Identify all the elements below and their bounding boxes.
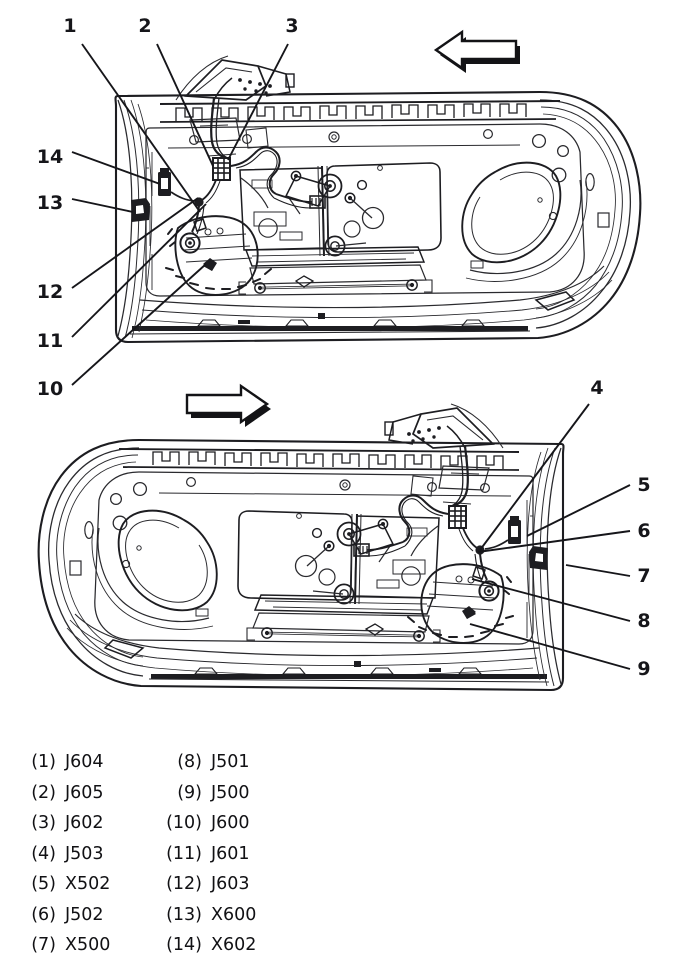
- legend-index: (14): [166, 935, 202, 955]
- legend-index: (9): [177, 782, 202, 803]
- callout-13: 13: [37, 192, 63, 214]
- legend-value: J602: [65, 813, 104, 833]
- legend-index: (11): [166, 843, 202, 864]
- legend-item: (14) X602: [158, 935, 256, 966]
- callout-7: 7: [637, 565, 650, 587]
- callout-4: 4: [590, 377, 603, 399]
- legend-value: J605: [65, 782, 104, 803]
- callout-8: 8: [637, 610, 650, 632]
- legend-index: (13): [166, 904, 202, 925]
- legend-value: X500: [65, 935, 111, 955]
- callout-2: 2: [138, 15, 151, 37]
- callout-1: 1: [63, 15, 76, 37]
- direction-arrow-left: [433, 29, 520, 73]
- legend-index: (3): [31, 813, 56, 833]
- callout-12: 12: [37, 281, 63, 303]
- legend-index: (2): [31, 782, 56, 803]
- legend-index: (5): [31, 874, 56, 894]
- legend-item: (5) X502: [12, 874, 110, 905]
- legend-item: (1) J604: [12, 752, 110, 783]
- legend-item: (6) J502: [12, 905, 110, 936]
- legend-item: (7) X500: [12, 935, 110, 966]
- legend-index: (12): [166, 874, 202, 894]
- upper-callout-numbers: 1 2 3 14 13 12 11 10: [37, 15, 299, 400]
- legend-index: (8): [177, 752, 202, 772]
- callout-9: 9: [637, 658, 650, 680]
- upper-door-view: [114, 54, 642, 344]
- legend-index: (1): [31, 752, 56, 772]
- legend-item: (12) J603: [158, 874, 256, 905]
- legend-value: J500: [211, 782, 250, 803]
- callout-3: 3: [285, 15, 298, 37]
- legend-index: (10): [166, 813, 202, 833]
- legend-item: (4) J503: [12, 844, 110, 875]
- callout-11: 11: [37, 330, 63, 352]
- lower-door-view: [37, 402, 565, 692]
- legend: (1) J604 (2) J605 (3) J602 (4) J503 (5) …: [0, 752, 679, 978]
- legend-value: J501: [211, 752, 250, 772]
- legend-value: J604: [65, 752, 104, 772]
- legend-value: X600: [211, 904, 257, 925]
- callout-5: 5: [637, 474, 650, 496]
- legend-value: X502: [65, 874, 111, 894]
- callout-10: 10: [37, 378, 63, 400]
- legend-item: (8) J501: [158, 752, 256, 783]
- lower-callout-numbers: 4 5 6 7 8 9: [590, 377, 650, 680]
- legend-column-right: (8) J501 (9) J500 (10) J600 (11) J601 (1…: [158, 752, 256, 966]
- legend-value: J601: [211, 843, 250, 864]
- legend-value: J600: [211, 813, 250, 833]
- direction-arrow-right: [185, 383, 271, 427]
- legend-index: (7): [31, 935, 56, 955]
- legend-item: (3) J602: [12, 813, 110, 844]
- callout-6: 6: [637, 520, 650, 542]
- lower-leader-lines: [469, 403, 631, 670]
- legend-item: (10) J600: [158, 813, 256, 844]
- upper-leader-lines: [71, 43, 289, 386]
- legend-value: X602: [211, 935, 257, 955]
- callout-14: 14: [37, 146, 63, 168]
- legend-value: J502: [65, 904, 104, 925]
- legend-column-left: (1) J604 (2) J605 (3) J602 (4) J503 (5) …: [12, 752, 110, 966]
- legend-item: (13) X600: [158, 905, 256, 936]
- legend-value: J603: [211, 874, 250, 894]
- legend-index: (6): [31, 904, 56, 925]
- legend-index: (4): [31, 843, 56, 864]
- legend-value: J503: [65, 843, 104, 864]
- legend-item: (9) J500: [158, 783, 256, 814]
- legend-item: (11) J601: [158, 844, 256, 875]
- legend-item: (2) J605: [12, 783, 110, 814]
